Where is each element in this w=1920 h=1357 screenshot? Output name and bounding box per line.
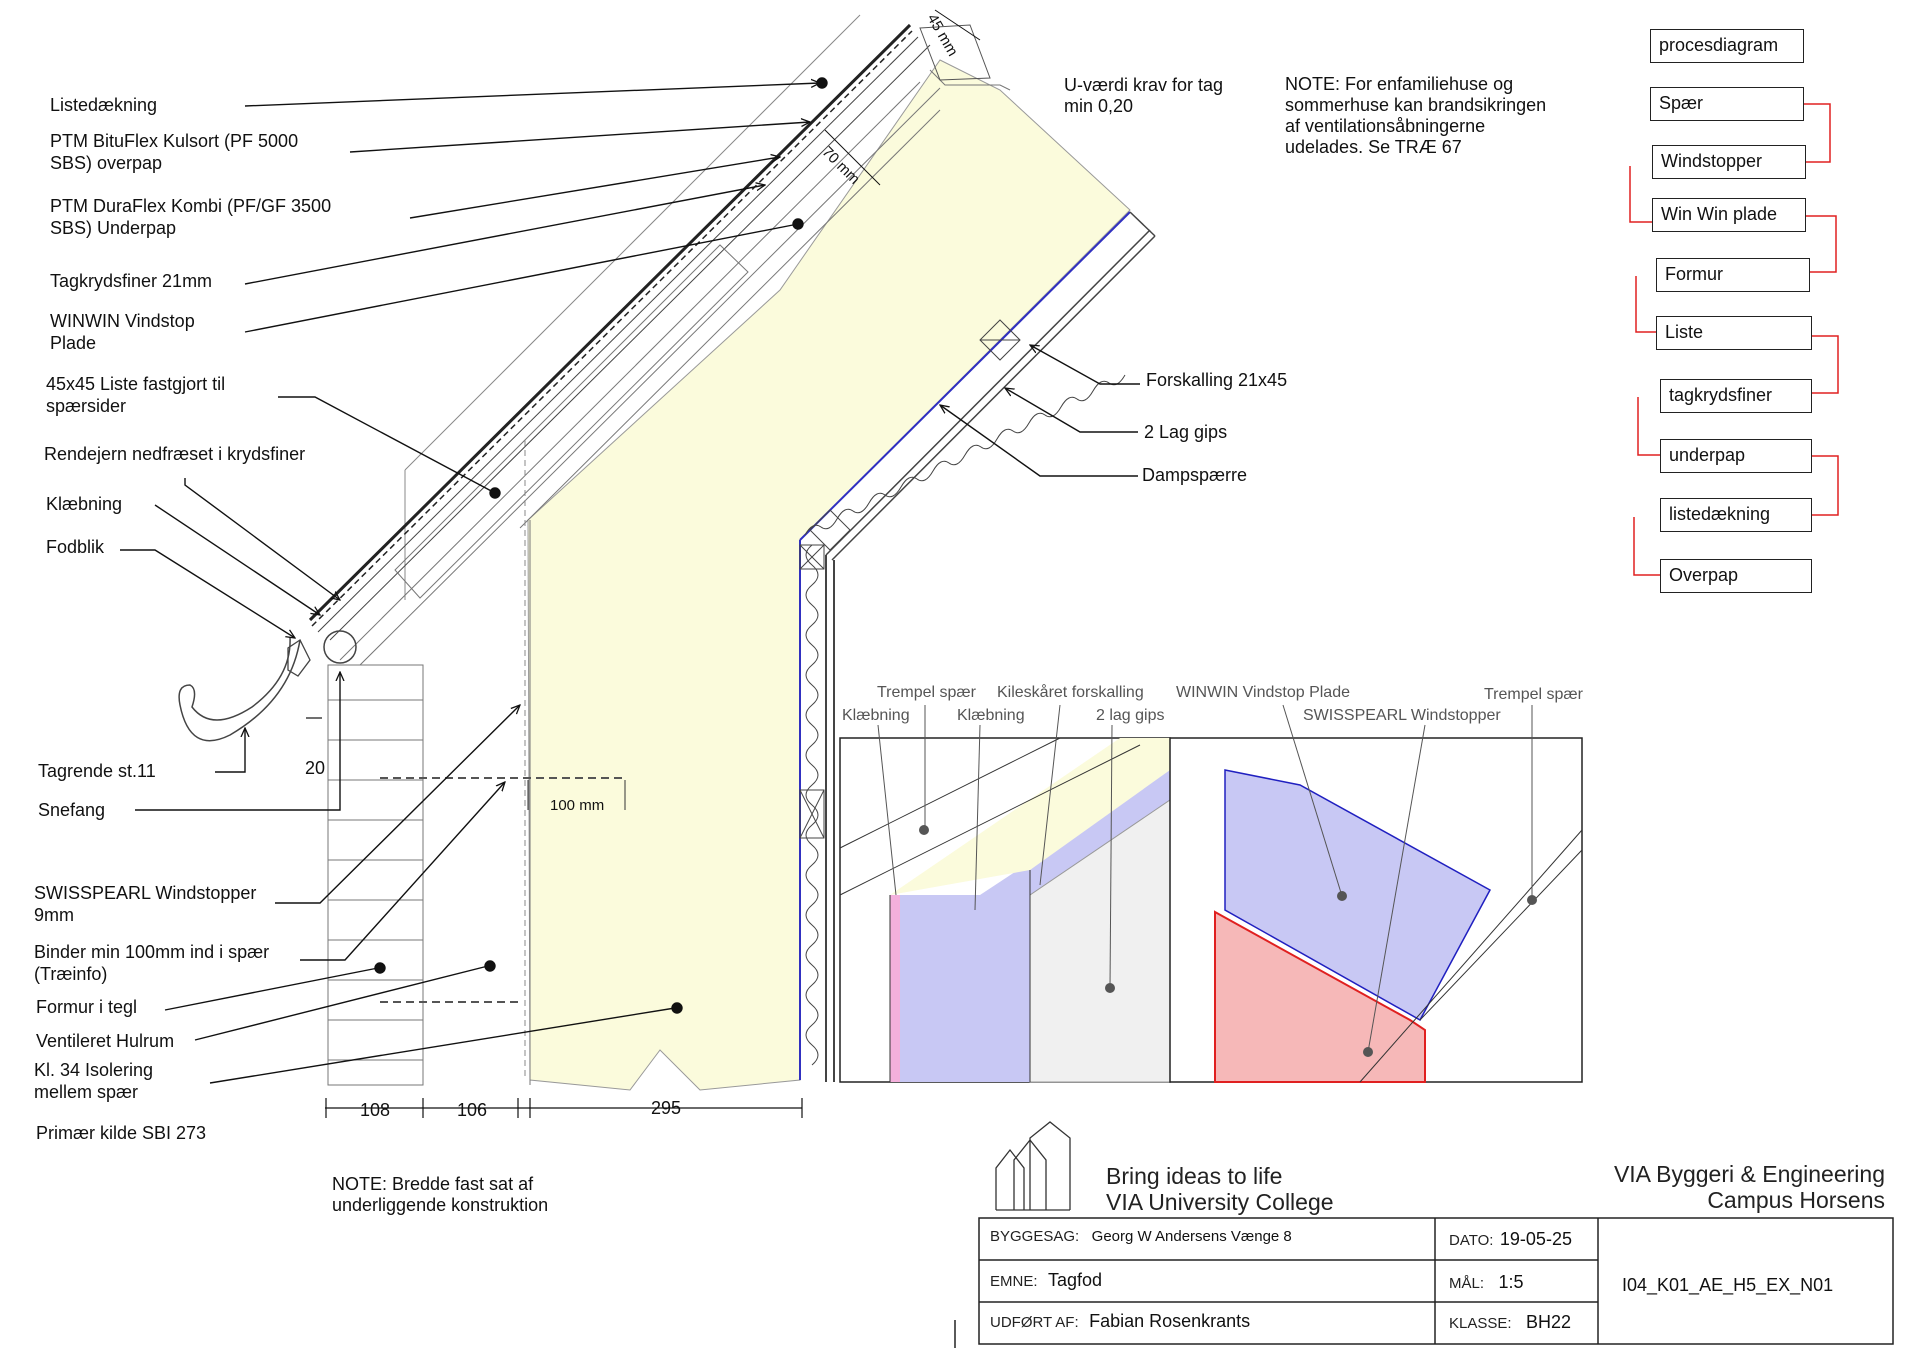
leader-lines xyxy=(120,77,1140,1084)
label-kilde: Primær kilde SBI 273 xyxy=(36,1123,207,1143)
fodblik-profile xyxy=(287,639,311,677)
note-bredde: NOTE: Bredde fast sat af underliggende k… xyxy=(332,1174,549,1215)
tb-emne-value: Tagfod xyxy=(1047,1270,1103,1290)
tb-klasse-label: KLASSE: xyxy=(1449,1315,1512,1332)
label-duraflex-underpap: PTM DuraFlex Kombi (PF/GF 3500 SBS) Unde… xyxy=(50,196,332,238)
process-title: procesdiagram xyxy=(1650,29,1804,63)
dampspaerre-wave-slope xyxy=(804,374,1126,536)
tb-byggesag-value: Georg W Andersens Vænge 8 xyxy=(1091,1228,1292,1245)
label-swisspearl: SWISSPEARL Windstopper 9mm xyxy=(34,883,257,925)
dampspaerre-slope xyxy=(799,211,1131,541)
tb-byggesag: BYGGESAG: Georg W Andersens Vænge 8 xyxy=(990,1228,1292,1246)
detail-label-klaebning-2: Klæbning xyxy=(957,707,1025,724)
process-step-formur: Formur xyxy=(1656,258,1810,292)
process-connectors xyxy=(1629,103,1839,576)
dim-70-line xyxy=(824,129,881,186)
tb-byggesag-label: BYGGESAG: xyxy=(990,1228,1080,1245)
process-step-windstopper: Windstopper xyxy=(1652,145,1806,179)
label-isolering: Kl. 34 Isolering mellem spær xyxy=(34,1060,154,1102)
detail-label-winwin-plade: WINWIN Vindstop Plade xyxy=(1176,684,1350,701)
tb-udfoert-value: Fabian Rosenkrants xyxy=(1089,1311,1251,1331)
label-fodblik: Fodblik xyxy=(46,537,105,557)
label-snefang: Snefang xyxy=(38,800,106,820)
detail-label-klaebning-1: Klæbning xyxy=(842,707,910,724)
label-liste-45x45: 45x45 Liste fastgjort til spærsider xyxy=(46,374,226,416)
note-u-vaerdi: U-værdi krav for tag min 0,20 xyxy=(1064,75,1224,116)
label-formur: Formur i tegl xyxy=(36,997,138,1017)
batten-rectangle xyxy=(394,244,749,599)
tb-dato-value: 19-05-25 xyxy=(1499,1229,1572,1249)
dim-100mm: 100 mm xyxy=(550,797,605,814)
detail-label-trempel-spaer-1: Trempel spær xyxy=(877,684,976,701)
detail-label-trempel-spaer-2: Trempel spær xyxy=(1484,686,1583,703)
tagrende-gutter xyxy=(178,636,301,742)
note-enfamiliehuse: NOTE: For enfamiliehuse og sommerhuse ka… xyxy=(1285,74,1547,157)
process-step-liste: Liste xyxy=(1656,316,1812,350)
dim-108: 108 xyxy=(360,1100,391,1120)
rafter-lower-edge xyxy=(519,109,941,529)
label-listedaekning: Listedækning xyxy=(50,95,158,115)
label-ventileret: Ventileret Hulrum xyxy=(36,1031,175,1051)
label-tagrende: Tagrende st.11 xyxy=(38,761,156,781)
insulation-break-top xyxy=(929,69,1011,91)
process-step-overpap: Overpap xyxy=(1660,559,1812,593)
underpap-line xyxy=(311,30,913,627)
label-forskalling: Forskalling 21x45 xyxy=(1146,370,1288,390)
tb-udfoert: UDFØRT AF: Fabian Rosenkrants xyxy=(990,1311,1250,1332)
process-step-winwin-plade: Win Win plade xyxy=(1652,198,1806,232)
gips-slope-1 xyxy=(825,229,1151,556)
label-bituflex-overpap: PTM BituFlex Kulsort (PF 5000 SBS) overp… xyxy=(50,131,299,173)
tb-klasse-value: BH22 xyxy=(1526,1312,1572,1332)
forskalling-battens xyxy=(799,319,1021,839)
roof-ceiling-edge xyxy=(1129,211,1156,237)
formur-tegl xyxy=(327,664,424,1086)
winwin-bot-line xyxy=(359,87,941,666)
label-winwin-vindstop: WINWIN Vindstop Plade xyxy=(50,311,195,353)
label-tagkrydsfiner: Tagkrydsfiner 21mm xyxy=(50,271,213,291)
title-block-frame xyxy=(978,1217,1894,1345)
via-campus: VIA Byggeri & Engineering Campus Horsens xyxy=(1613,1161,1885,1213)
tb-maal: MÅL: 1:5 xyxy=(1449,1272,1524,1293)
detail-panel-left xyxy=(839,737,1171,1083)
tb-dato: DATO: 19-05-25 xyxy=(1449,1229,1572,1250)
bottom-dimensions xyxy=(306,717,803,1118)
tb-emne: EMNE: Tagfod xyxy=(990,1270,1102,1291)
label-gips: 2 Lag gips xyxy=(1144,422,1228,442)
tb-dato-label: DATO: xyxy=(1449,1232,1494,1249)
dim-106: 106 xyxy=(457,1100,488,1120)
process-step-listedaekning: listedækning xyxy=(1660,498,1812,532)
dim-45-line xyxy=(934,9,981,41)
detail-leaders xyxy=(877,704,1533,1053)
tb-klasse: KLASSE: BH22 xyxy=(1449,1312,1571,1333)
tb-maal-label: MÅL: xyxy=(1449,1275,1485,1292)
process-step-tagkrydsfiner: tagkrydsfiner xyxy=(1660,379,1812,413)
tb-tegningsnummer: I04_K01_AE_H5_EX_N01 xyxy=(1622,1275,1834,1295)
label-rendejern: Rendejern nedfræset i krydsfiner xyxy=(44,444,306,464)
label-dampspaerre: Dampspærre xyxy=(1142,465,1248,485)
process-step-spaer: Spær xyxy=(1650,87,1804,121)
krydsfiner-line-2 xyxy=(329,44,931,641)
tb-maal-value: 1:5 xyxy=(1498,1272,1524,1292)
tb-emne-label: EMNE: xyxy=(990,1273,1038,1290)
liste-45 xyxy=(919,24,991,81)
detail-label-swisspearl-windstopper: SWISSPEARL Windstopper xyxy=(1303,707,1501,724)
detail-label-kileskaaret: Kileskåret forskalling xyxy=(997,684,1144,701)
winwin-top-line xyxy=(339,81,921,661)
dampspaerre-wave-wall xyxy=(805,544,819,1066)
detail-panel-right xyxy=(1169,737,1583,1083)
snefang-rod xyxy=(323,630,357,664)
via-logo-graphic xyxy=(995,1121,1071,1211)
via-tagline: Bring ideas to life VIA University Colle… xyxy=(1106,1163,1334,1215)
process-step-underpap: underpap xyxy=(1660,439,1812,473)
krydsfiner-line xyxy=(317,36,919,633)
dim-295: 295 xyxy=(651,1098,682,1118)
tb-udfoert-label: UDFØRT AF: xyxy=(990,1314,1079,1331)
label-binder: Binder min 100mm ind i spær (Træinfo) xyxy=(34,942,270,984)
gips-slope-2 xyxy=(831,235,1156,561)
roof-outer-line xyxy=(404,14,861,471)
detail-label-2-lag-gips: 2 lag gips xyxy=(1096,707,1165,724)
label-klaebning: Klæbning xyxy=(46,494,123,514)
dim-20: 20 xyxy=(305,758,326,778)
